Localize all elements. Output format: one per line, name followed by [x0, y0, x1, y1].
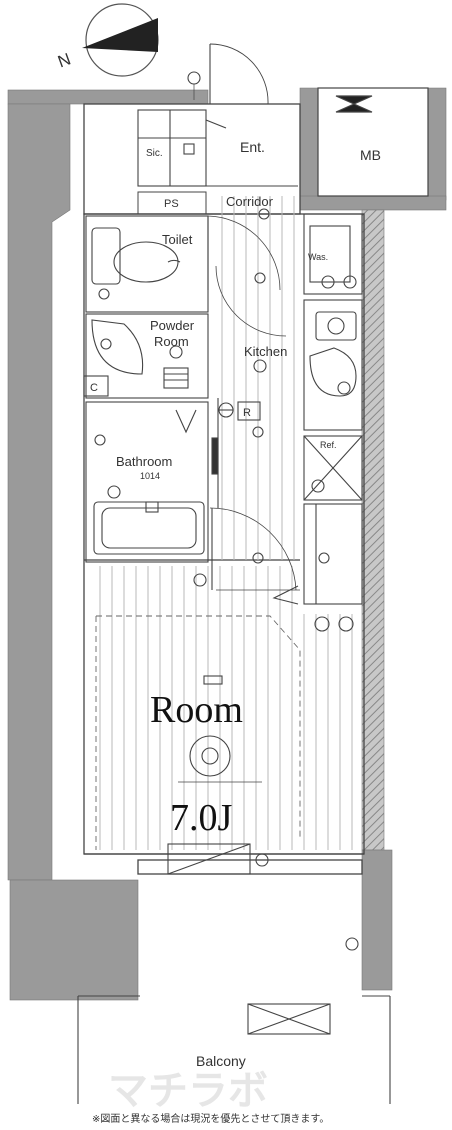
meter-box	[317, 87, 429, 197]
toilet-label: Toilet	[162, 232, 193, 247]
powder-label-line1: Powder	[150, 318, 195, 333]
r-box-label: R	[243, 407, 251, 419]
ps-label: PS	[164, 198, 179, 210]
mb-label: MB	[360, 147, 381, 163]
toilet-room	[85, 215, 281, 313]
room-size-label: 7.0J	[170, 797, 232, 839]
corridor-label: Corridor	[226, 194, 274, 209]
powder-room	[83, 313, 209, 399]
powder-label-line2: Room	[154, 334, 189, 349]
balcony	[77, 995, 391, 1104]
kitchen-label: Kitchen	[244, 344, 287, 359]
entrance	[137, 43, 298, 187]
compass: N	[55, 3, 159, 77]
pipe-shaft	[137, 191, 207, 215]
floor-lines	[99, 196, 353, 850]
c-box-label: C	[90, 382, 98, 394]
dashed-lines	[95, 615, 301, 850]
washer-label: Was.	[308, 252, 328, 262]
bathroom	[85, 398, 300, 591]
kitchen	[215, 208, 363, 632]
interior-outline	[83, 103, 365, 875]
footnote: ※図面と異なる場合は現況を優先とさせて頂きます。	[92, 1112, 329, 1125]
bathroom-label: Bathroom	[116, 454, 172, 469]
balcony-label: Balcony	[196, 1053, 246, 1069]
room-fixtures	[167, 573, 359, 951]
room-label: Room	[150, 689, 243, 731]
sic-label: Sic.	[146, 148, 163, 159]
bath-size-label: 1014	[140, 471, 160, 481]
north-letter: N	[55, 49, 73, 71]
ref-label: Ref.	[320, 440, 337, 450]
ent-label: Ent.	[240, 139, 265, 155]
watermark: マチラボ	[108, 1068, 268, 1114]
exterior-walls	[7, 87, 447, 1001]
